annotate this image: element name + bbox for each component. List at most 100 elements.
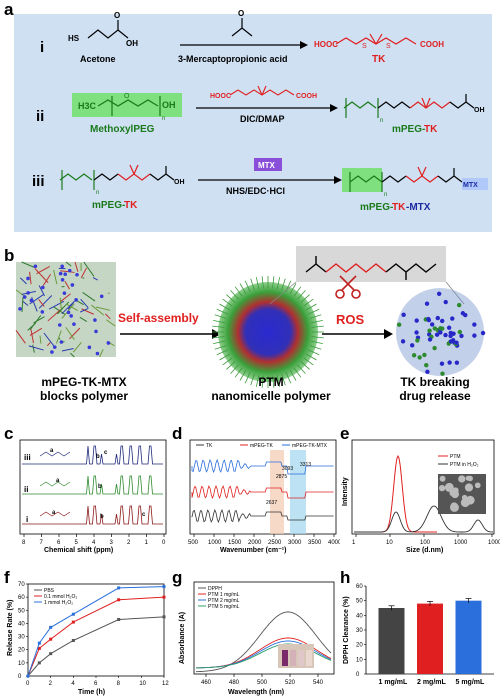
peg-corona-strand [310,340,323,345]
nmr-trace-ii [22,475,163,495]
polymer-strand [92,277,98,281]
chart-e-legend-label: PTM [450,454,461,460]
peg-corona-strand [212,336,225,339]
acetone-o: O [238,9,244,18]
released-drug-dot [396,322,402,327]
chart-g-ylabel: Absorbance (A) [179,612,186,664]
scheme-a: i ii iii HS OH O Acetone O 3-Mercaptopro… [32,9,488,213]
chart-f-xlabel: Time (h) [78,689,105,696]
chart-d-xtick-label: 3000 [288,540,302,546]
peg-corona-strand [214,345,227,350]
peg-n: n [162,116,165,122]
peg-corona-strand [311,336,324,339]
chart-e-xtick-label: 10000 [488,540,500,546]
release-point [117,586,121,590]
release-point [37,646,41,650]
chart-f-ytick-label: 10 [18,661,25,667]
peg-corona-strand [219,303,231,311]
chart-d-legend-label: mPEG-TK-MTX [292,443,328,449]
chart-d-ann-3313: 3313 [300,462,311,468]
polymer-strand [29,271,32,285]
released-drug-dot [434,332,440,337]
inset-pointer-l [269,281,297,305]
chart-d-xtick-label: 2500 [268,540,282,546]
chart-c-trace-label-iii: iii [24,453,31,462]
acetone-structure [231,18,253,37]
sem-particle [460,498,470,508]
polymer-strand [65,326,75,340]
released-drug-dot [448,333,453,339]
chart-h-ylabel: DPPH Clearance (%) [343,596,350,664]
polymer-strand [96,306,111,311]
mpegtk-label-ii-prefix: mPEG- [392,124,425,135]
nmr-peak-label: b [100,514,104,520]
polymer-strand [38,285,45,296]
polymer-strand [65,303,78,312]
chart-g-legend-label: PTM 5 mg/mL [208,604,240,610]
released-drug-dot [472,333,477,338]
mtx-dot [106,341,111,345]
chart-d-frame [189,439,337,535]
chart-h-ytick-label: 0 [356,672,360,678]
reagent-tk-structure [229,85,295,96]
peg-corona-strand [212,325,225,328]
released-drug-dot [436,291,442,296]
polymer-strand [36,266,50,275]
released-drug-dot [411,353,417,358]
chart-e-ylabel: Intensity [342,477,349,506]
step-iii-label: iii [32,173,45,190]
peg-corona-strand [300,294,310,303]
released-drug-dot [425,369,430,375]
released-drug-dot [454,340,459,345]
reactant-n: n [96,190,99,196]
chart-e-xtick-label: 10 [386,540,393,546]
chart-d-ann-3093: 3093 [282,466,293,472]
panel-e-letter: e [340,424,350,443]
peg-corona-strand [216,308,228,315]
peg-corona-strand [261,276,264,289]
scheme-b: Self-assembly ROS [15,246,486,388]
tk-label: TK [372,54,386,65]
chart-h-ytick-label: 40 [356,613,363,619]
mtx-dot [69,314,73,318]
ftir-trace [191,508,334,524]
mtx-dot [18,307,22,311]
ftir-trace [191,484,334,500]
peg-corona-strand [308,349,320,356]
chart-g-xtick-label: 460 [201,680,212,686]
release-series-line [27,596,165,677]
caption-b1-line1: mPEG-TK-MTX [41,375,127,389]
panel-c-letter: c [4,424,14,443]
chart-e-xtick-label: 100 [420,540,431,546]
peg-corona-strand [272,276,275,289]
polymer-strand [30,329,35,344]
tk-cooh: COOH [420,40,444,49]
inset-pointer-r [445,281,465,305]
chart-f-xtick-label: 10 [139,681,146,687]
peg-corona-strand [239,369,247,381]
clearance-bar [378,608,405,674]
tk-s1: S [362,43,367,50]
peg-corona-strand [289,369,297,381]
polymer-strand [74,261,79,272]
scissors-icon [335,275,361,299]
chart-f-ylabel: Release Rate (%) [7,600,14,656]
release-point [37,661,41,665]
polymer-strand [106,319,116,327]
panel-a-letter: a [4,0,14,19]
peg-corona-strand [216,349,228,356]
sem-particle [452,487,459,494]
mtx-dot [93,318,97,322]
arrow-iii-head [334,176,342,184]
release-point [162,585,166,589]
chart-d-legend-label: TK [206,443,213,449]
peg-corona-strand [234,286,243,297]
mtx-reagent-label: MTX [258,161,276,170]
chart-g-legend-label: DPPH [208,586,222,592]
released-drug-dot [447,360,452,365]
released-drug-dot [429,322,435,327]
released-drug-dot [448,339,454,344]
polymer-strand [34,268,49,283]
